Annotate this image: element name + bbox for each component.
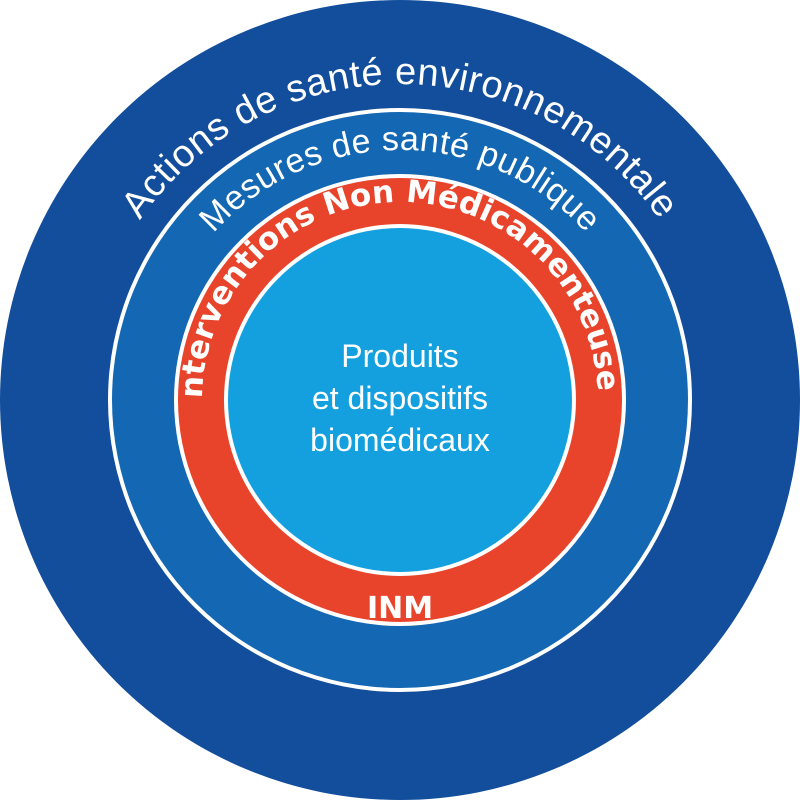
inm-abbreviation: INM: [367, 591, 433, 626]
core-label: Produits et dispositifs biomédicaux: [250, 335, 550, 461]
core-label-line-3: biomédicaux: [310, 422, 490, 458]
core-label-line-2: et dispositifs: [311, 380, 489, 416]
core-circle: [228, 228, 572, 572]
core-label-line-1: Produits: [341, 338, 459, 374]
